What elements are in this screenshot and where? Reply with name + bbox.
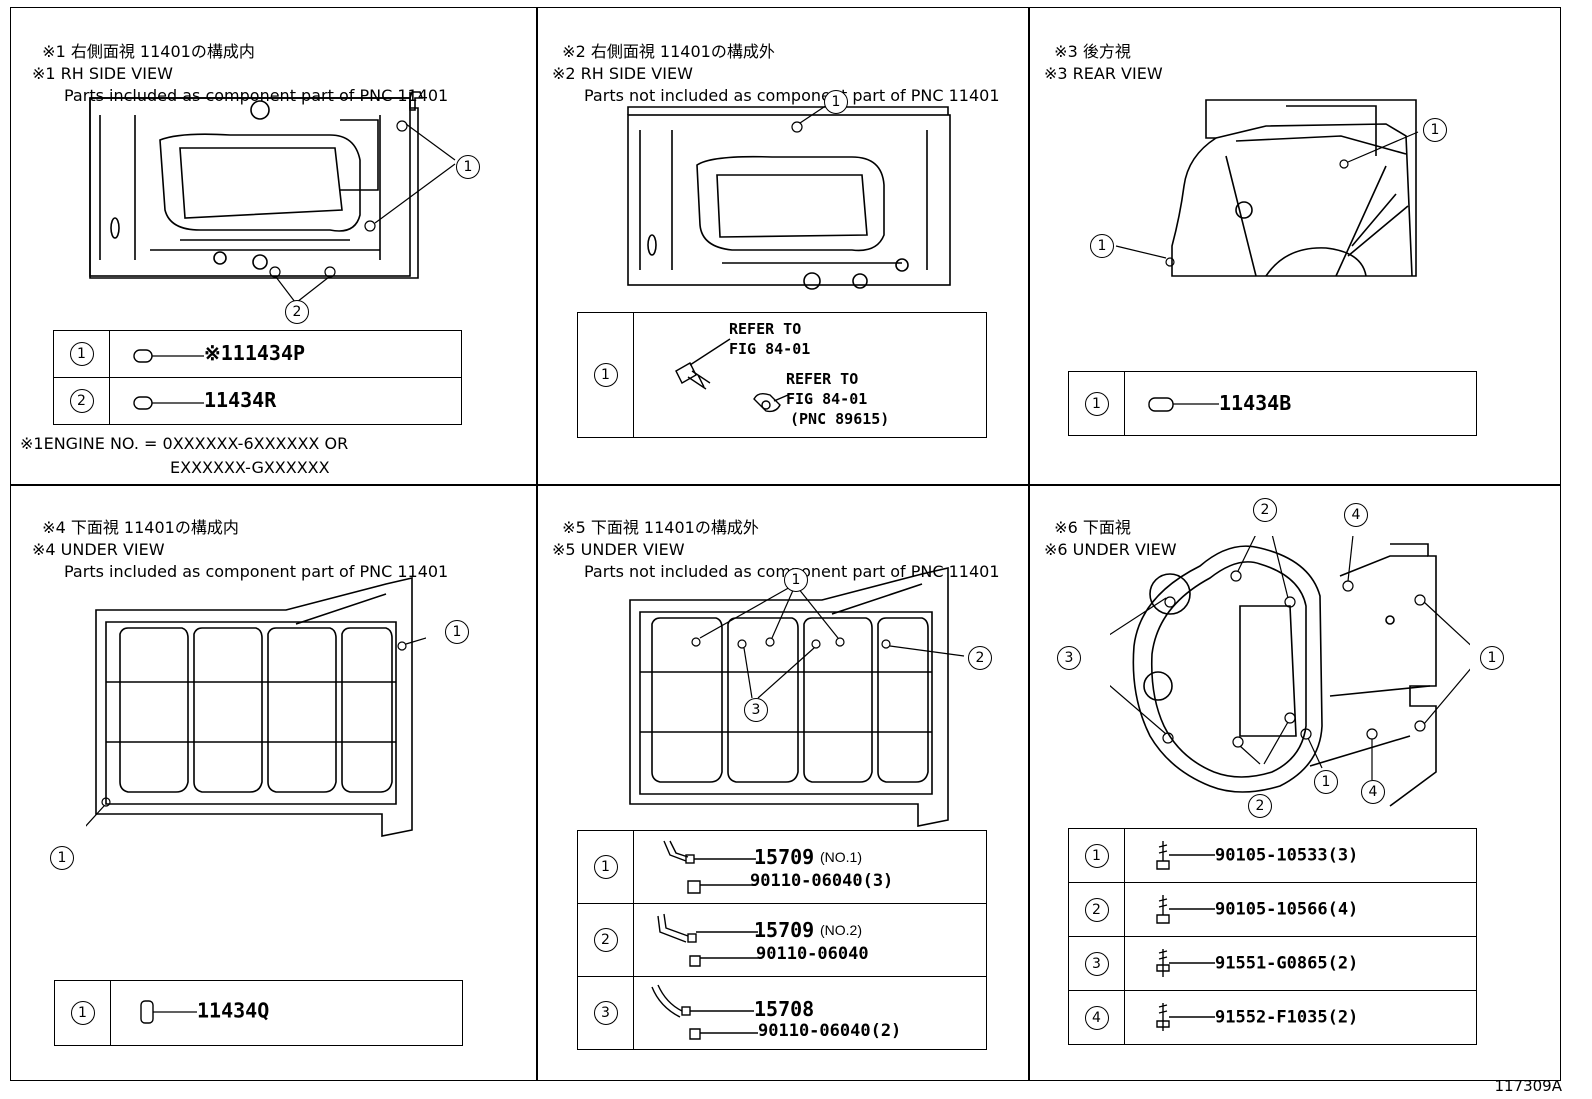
- figure-code: 117309A: [1494, 1077, 1562, 1095]
- engine-block-under-view-drawing-2: [629, 566, 965, 827]
- row-number: 3: [577, 976, 634, 1050]
- stud-bolt-icon: [1156, 948, 1215, 977]
- callout-4-panel-6-top: 4: [1344, 503, 1368, 527]
- callout-1-panel-5: 1: [784, 568, 808, 592]
- callout-1-panel-1: 1: [456, 155, 480, 179]
- callout-1-panel-4-left: 1: [50, 846, 74, 870]
- parts-table-5: 1 15709 (NO.1) 90110-06040(3) 2 15709 (N…: [577, 830, 987, 1050]
- bolt-icon: [675, 338, 789, 413]
- part-number: 90105-10533(3): [1215, 845, 1359, 865]
- callout-1-panel-4-right: 1: [445, 620, 469, 644]
- part-number: 15709: [754, 918, 815, 942]
- row-number: 2: [1068, 882, 1125, 937]
- callout-1-panel-6-right: 1: [1480, 646, 1504, 670]
- engine-block-rear-drawing: [1115, 99, 1419, 277]
- callout-1-panel-3-left: 1: [1090, 234, 1114, 258]
- row-number: 1: [53, 330, 110, 378]
- dowel-pin-icon: [140, 1000, 197, 1024]
- part-cell[interactable]: ※111434P: [109, 330, 462, 378]
- part-cell[interactable]: 15708 90110-06040(2): [633, 976, 987, 1050]
- part-number: 91551-G0865(2): [1215, 953, 1359, 973]
- row-number: 4: [1068, 990, 1125, 1045]
- engine-block-under-view-drawing-1: [86, 576, 426, 837]
- row-number: 1: [1068, 371, 1125, 436]
- part-number: 15708: [754, 997, 815, 1021]
- divider-v2: [1028, 7, 1030, 1081]
- engine-block-rh-side-drawing-2: [627, 104, 951, 290]
- parts-table-3: 1 11434B: [1068, 371, 1477, 436]
- part-cell[interactable]: 91552-F1035(2): [1124, 990, 1477, 1045]
- bolt-icon: [1156, 840, 1215, 870]
- row-number: 3: [1068, 936, 1125, 991]
- parts-table-2: 1 REFER TO FIG 84-01 REFER TO FIG 84-01 …: [577, 312, 987, 438]
- engine-block-rh-side-drawing-1: [89, 91, 456, 303]
- stud-bolt-icon: [1156, 1002, 1215, 1031]
- part-cell[interactable]: 11434B: [1124, 371, 1477, 436]
- bolt-icon: [1156, 894, 1215, 924]
- dowel-pin-icon: [133, 349, 204, 363]
- row-number: 1: [577, 312, 634, 438]
- engine-number-note: ※1ENGINE NO. = 0XXXXXX-6XXXXXX OR EXXXXX…: [20, 434, 349, 477]
- part-cell[interactable]: 15709 (NO.1) 90110-06040(3): [633, 830, 987, 904]
- part-cell[interactable]: 90105-10566(4): [1124, 882, 1477, 937]
- oil-jet-icon: [663, 840, 756, 894]
- part-cell[interactable]: 15709 (NO.2) 90110-06040: [633, 903, 987, 977]
- part-number: 11434R: [204, 388, 277, 413]
- divider-v1: [536, 7, 538, 1081]
- part-cell[interactable]: 91551-G0865(2): [1124, 936, 1477, 991]
- row-number: 2: [577, 903, 634, 977]
- parts-table-1: 1 ※111434P 2 11434R: [53, 330, 462, 425]
- part-cell[interactable]: REFER TO FIG 84-01 REFER TO FIG 84-01 (P…: [633, 312, 987, 438]
- dowel-pin-icon: [133, 396, 204, 410]
- oil-jet-icon: [651, 984, 758, 1040]
- callout-2-panel-6-bottom: 2: [1248, 794, 1272, 818]
- row-number: 2: [53, 377, 110, 425]
- callout-1-panel-3-top: 1: [1423, 118, 1447, 142]
- oil-jet-icon: [657, 913, 758, 967]
- row-number: 1: [1068, 828, 1125, 883]
- panel-3-caption: ※3 後方視※3 REAR VIEW: [1044, 42, 1163, 83]
- part-number: 90105-10566(4): [1215, 899, 1359, 919]
- part-number: 11434B: [1219, 390, 1292, 415]
- refer-note-a: REFER TO FIG 84-01: [729, 320, 811, 358]
- part-number: 15709: [754, 845, 815, 869]
- part-cell[interactable]: 11434R: [109, 377, 462, 425]
- bolt-part-number: 90110-06040: [756, 944, 869, 964]
- callout-1-panel-2: 1: [824, 90, 848, 114]
- callout-2-panel-1: 2: [285, 300, 309, 324]
- part-suffix: (NO.1): [820, 849, 862, 865]
- parts-table-6: 1 90105-10533(3) 2 90105-10566(4) 3 9155…: [1068, 828, 1477, 1045]
- part-number: ※111434P: [204, 341, 306, 366]
- part-cell[interactable]: 11434Q: [110, 980, 463, 1046]
- part-number: 91552-F1035(2): [1215, 1007, 1359, 1027]
- divider-h: [10, 484, 1561, 486]
- callout-3-panel-5: 3: [744, 698, 768, 722]
- callout-3-panel-6: 3: [1057, 646, 1081, 670]
- bolt-part-number: 90110-06040(2): [758, 1021, 902, 1041]
- panel-6-caption: ※6 下面視※6 UNDER VIEW: [1044, 518, 1177, 559]
- callout-1-panel-6-bottom: 1: [1314, 770, 1338, 794]
- part-cell[interactable]: 90105-10533(3): [1124, 828, 1477, 883]
- dowel-pin-icon: [1148, 397, 1219, 412]
- parts-table-4: 1 11434Q: [54, 980, 463, 1046]
- row-number: 1: [54, 980, 111, 1046]
- diagram-frame: [10, 7, 1561, 1081]
- bolt-part-number: 90110-06040(3): [750, 871, 894, 891]
- engine-block-under-view-drawing-3: [1110, 536, 1470, 807]
- callout-4-panel-6-bottom: 4: [1361, 780, 1385, 804]
- row-number: 1: [577, 830, 634, 904]
- callout-2-panel-6-top: 2: [1253, 498, 1277, 522]
- part-suffix: (NO.2): [820, 922, 862, 938]
- callout-2-panel-5: 2: [968, 646, 992, 670]
- part-number: 11434Q: [197, 998, 270, 1023]
- refer-note-b: REFER TO FIG 84-01 (PNC 89615): [786, 370, 890, 428]
